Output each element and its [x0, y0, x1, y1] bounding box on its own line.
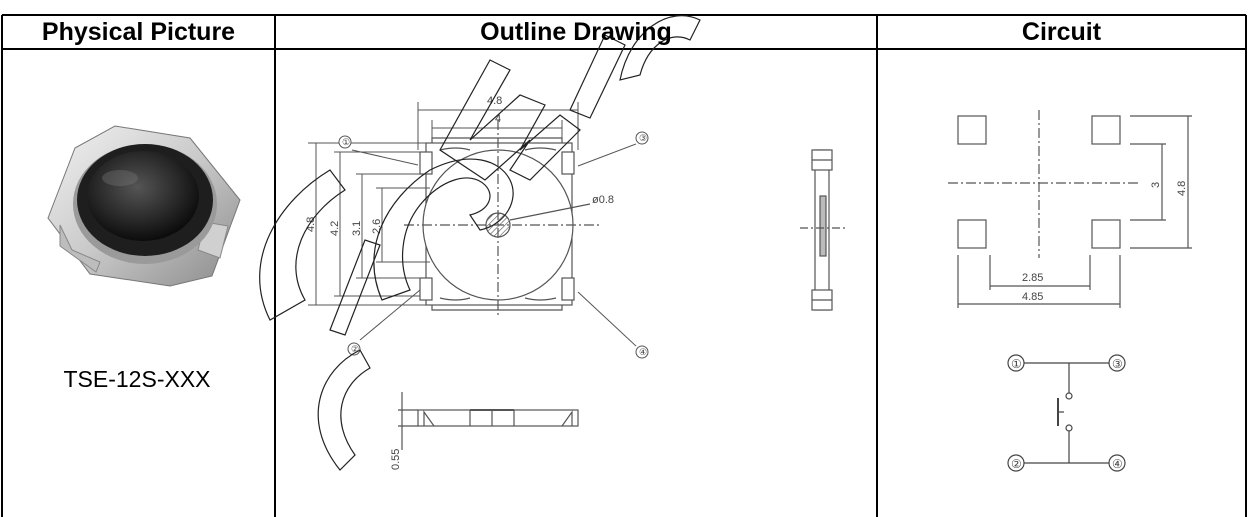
header-physical-picture: Physical Picture: [41, 18, 236, 46]
dim-vert-inner: 3: [1150, 182, 1162, 188]
outline-dimension-lines: [308, 102, 637, 347]
outline-side-view: [800, 149, 848, 311]
outline-top-view: [404, 120, 600, 318]
pin-callout-4: [635, 345, 649, 359]
outline-pin-2-label: ②: [351, 344, 359, 354]
outline-pin-4-label: ④: [639, 347, 647, 357]
schematic-pin-2: ②: [1011, 457, 1022, 471]
dim-height-outer: 4.8: [305, 217, 317, 232]
header-outline-drawing: Outline Drawing: [480, 18, 672, 46]
pin-callout-3: [635, 131, 649, 145]
schematic-pin-4: ④: [1112, 457, 1123, 471]
dim-pitch-inner: 2.85: [1022, 272, 1043, 284]
dim-hole-diameter: ø0.8: [592, 194, 614, 206]
dim-thickness: 0.55: [390, 449, 402, 470]
outline-pin-1-label: ①: [342, 137, 350, 147]
part-number: TSE-12S-XXX: [63, 366, 211, 392]
dim-height-31: 3.1: [351, 221, 363, 236]
product-photo: [47, 125, 241, 287]
schematic-pin-1: ①: [1011, 357, 1022, 371]
dim-vert-outer: 4.8: [1176, 181, 1188, 196]
outline-profile-view: [398, 392, 579, 450]
pin-callout-1: [338, 135, 352, 149]
table-grid: [1, 14, 1247, 517]
circuit-footprint: [948, 110, 1192, 308]
dim-height-42: 4.2: [329, 221, 341, 236]
outline-pin-3-label: ③: [639, 133, 647, 143]
watermark: [259, 15, 701, 471]
header-circuit: Circuit: [1021, 18, 1102, 46]
dim-width-inner: 4: [495, 113, 501, 125]
dim-pitch-outer: 4.85: [1022, 291, 1043, 303]
schematic-pin-3: ③: [1112, 357, 1123, 371]
circuit-schematic: [1007, 354, 1126, 472]
